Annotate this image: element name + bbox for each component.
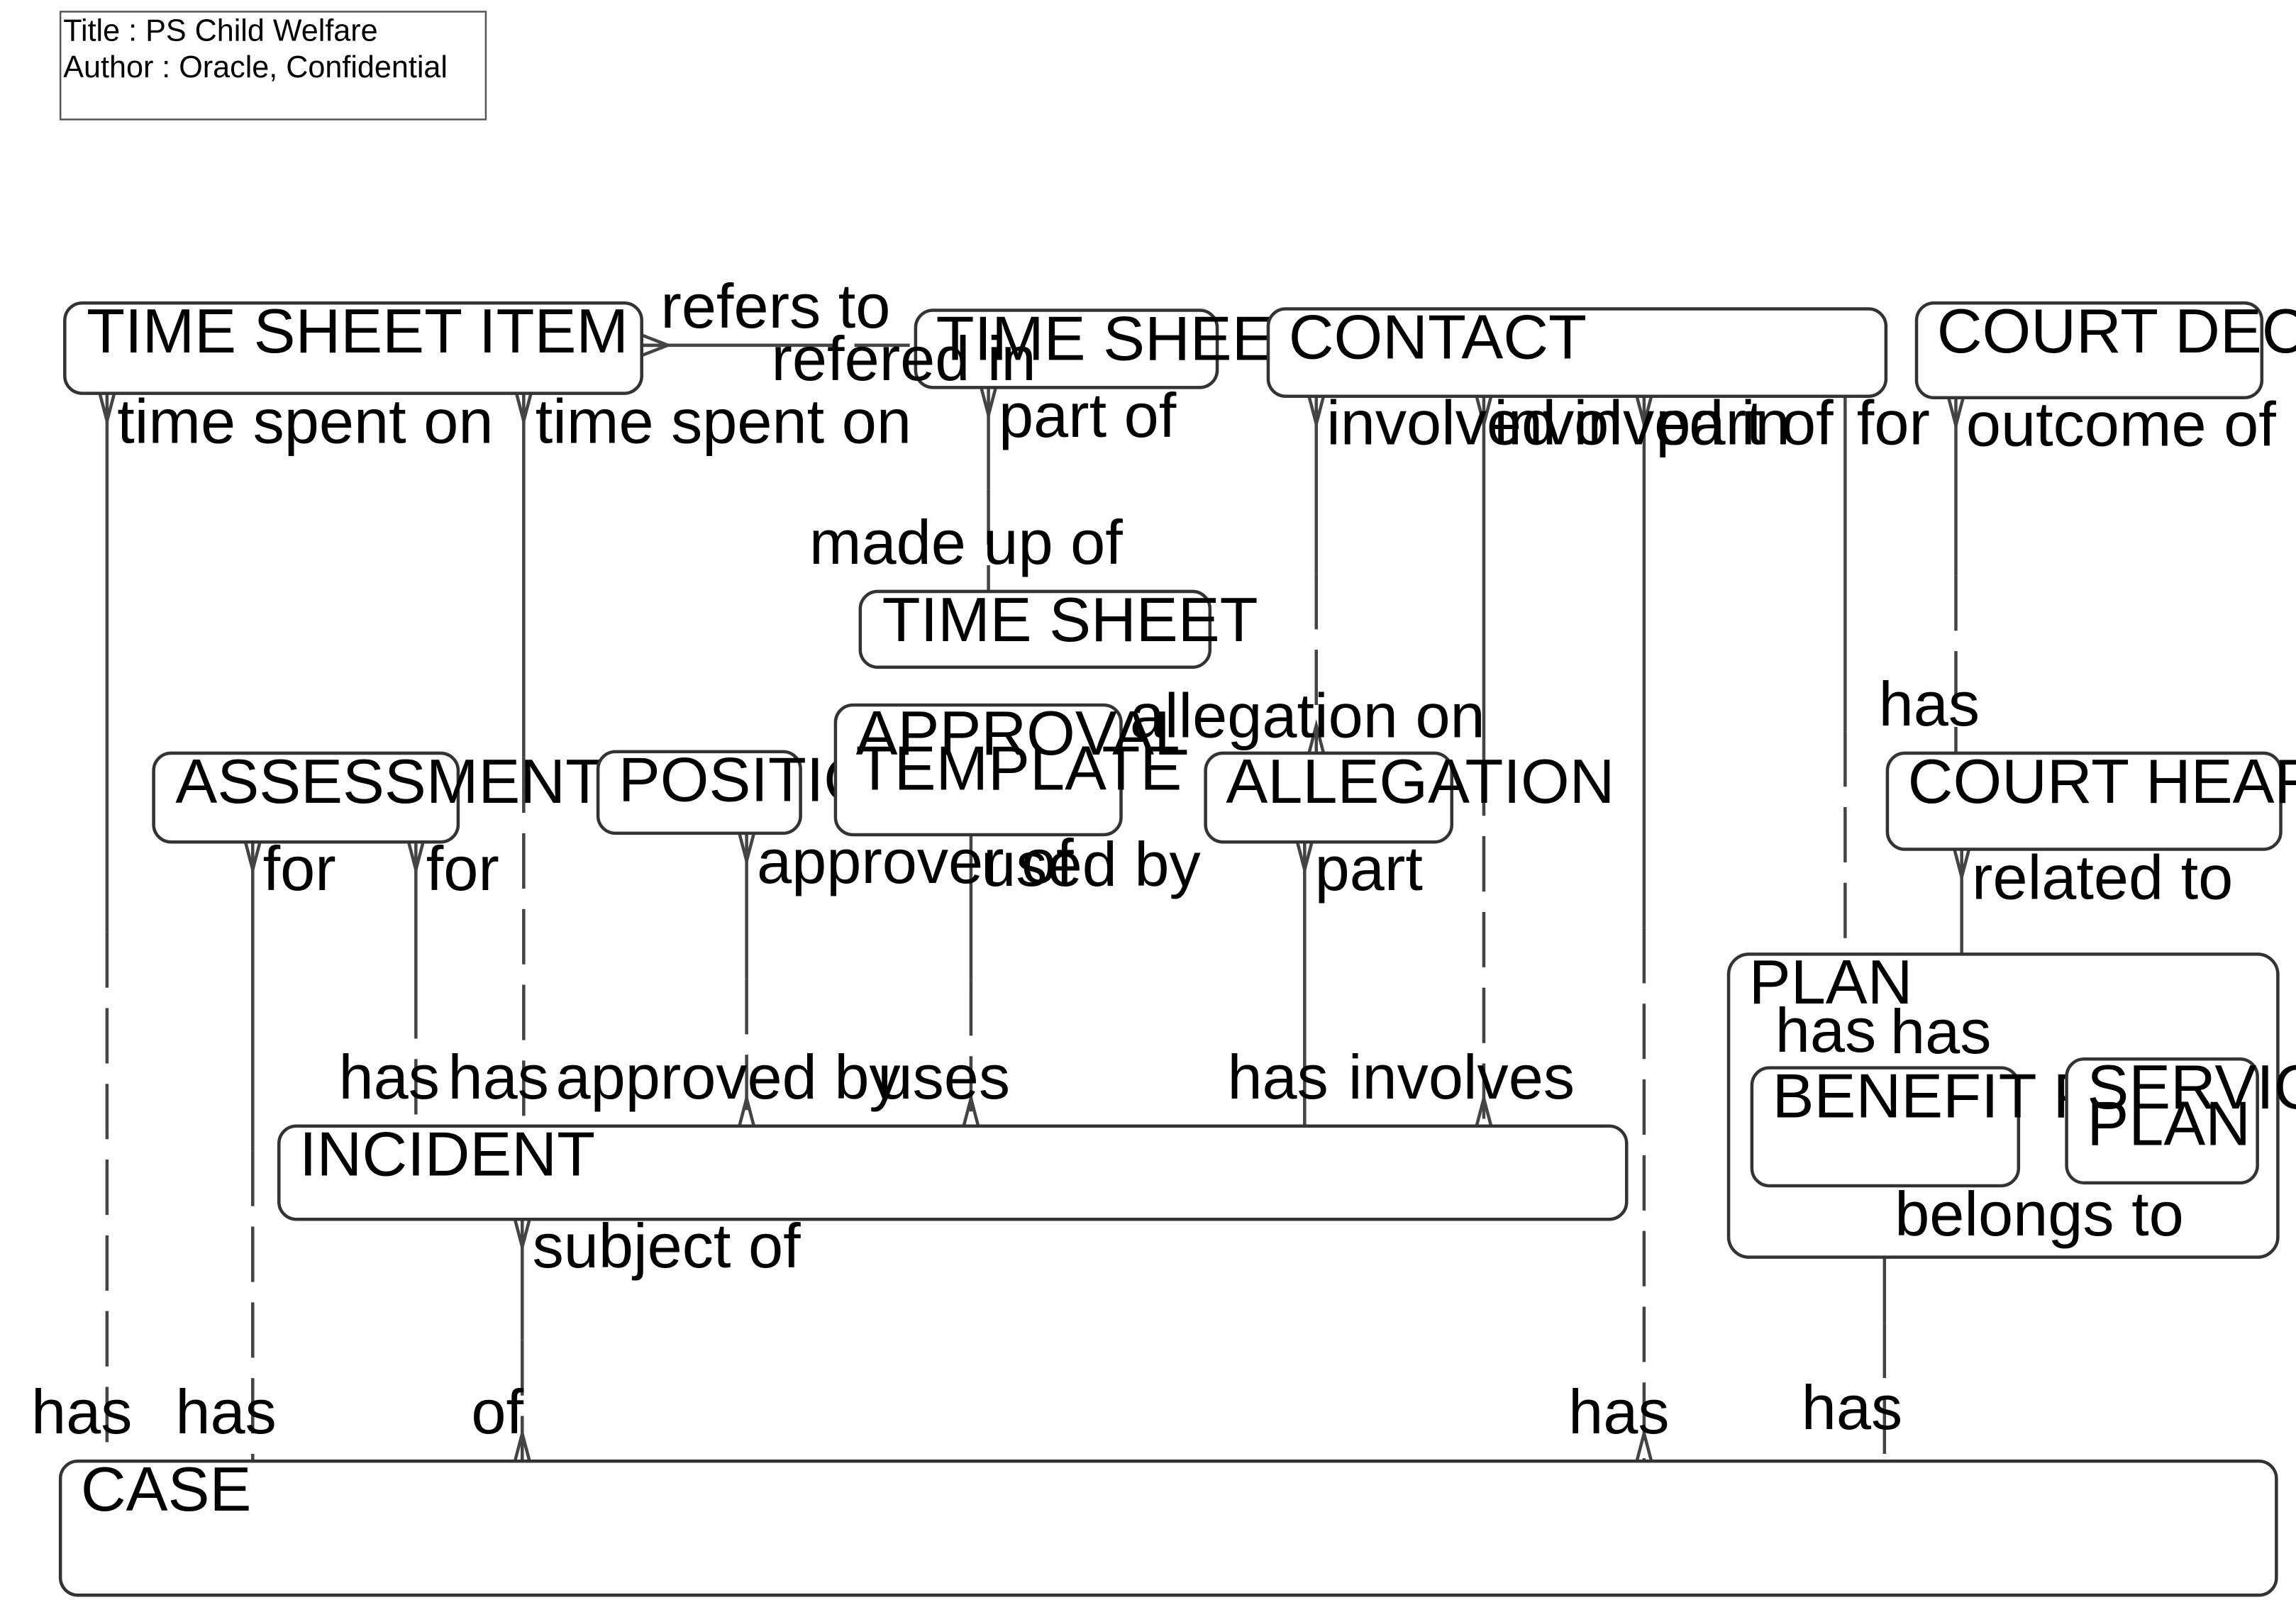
relationship-label: time spent on <box>536 386 911 456</box>
relationship-label: has <box>338 1042 439 1112</box>
relationship-label: involved in <box>1326 387 1622 457</box>
relationship-label: has <box>1890 996 1991 1067</box>
relationship-label: has <box>175 1377 276 1447</box>
relationship-label: has <box>448 1042 549 1112</box>
relationship-label: approved by <box>556 1042 901 1112</box>
relationship-label: has <box>1227 1042 1328 1112</box>
relationship-label: for <box>263 833 336 904</box>
entity-label: APPROVAL <box>856 698 1189 768</box>
relationship-label: of <box>471 1377 523 1447</box>
diagram-author: Author : Oracle, Confidential <box>63 50 448 84</box>
relationship-label: involved in <box>1494 387 1790 457</box>
entity-time-sheet-item[interactable]: TIME SHEET ITEM <box>63 296 643 395</box>
entity-label: COURT HEARING <box>1908 746 2296 816</box>
entity-allegation[interactable]: ALLEGATION <box>1204 746 1615 844</box>
relationship-label: has <box>31 1377 132 1447</box>
entity-label: SERVICE <box>2087 1052 2296 1122</box>
diagram-title: Title : PS Child Welfare <box>63 14 377 48</box>
entity-label: TIME SHEET <box>882 584 1258 655</box>
entity-label: TIME SHEET ITEM <box>87 296 628 366</box>
relationship-label: belongs to <box>1895 1179 2184 1249</box>
entity-label: ALLEGATION <box>1226 746 1614 816</box>
relationship-label: for <box>426 833 499 904</box>
relationship-label: approver of <box>757 826 1074 896</box>
relationship-label: used by <box>981 829 1200 899</box>
entity-assessment[interactable]: ASSESSMENT <box>152 746 604 844</box>
relationship-label: allegation on <box>1130 680 1485 750</box>
header-box: Title : PS Child Welfare Author : Oracle… <box>59 11 487 121</box>
entity-label: ASSESSMENT <box>175 746 604 816</box>
relationship-label: has <box>1879 669 1980 739</box>
relationship-label: part of <box>999 380 1177 450</box>
relationship-label: outcome of <box>1966 389 2276 460</box>
relationship-label: for <box>1857 387 1930 457</box>
relationship-label: has <box>1802 1372 1902 1443</box>
relationship-label: time spent on <box>117 386 493 456</box>
relationship-label: has <box>1568 1377 1669 1447</box>
entity-label: COURT DECISION <box>1937 296 2296 366</box>
entity-contact[interactable]: CONTACT <box>1266 301 1888 398</box>
relationship-label: has <box>1775 995 1876 1065</box>
relationship-label: made up of <box>809 507 1123 577</box>
entity-court-hearing[interactable]: COURT HEARING <box>1885 746 2296 851</box>
entity-service-plan[interactable]: SERVICE PLAN <box>2065 1052 2296 1185</box>
relationship-label: uses <box>877 1042 1010 1112</box>
relationship-label: part <box>1315 833 1423 904</box>
entity-court-decision[interactable]: COURT DECISION <box>1914 296 2296 400</box>
entity-time-sheet[interactable]: TIME SHEET <box>858 584 1258 669</box>
entity-incident[interactable]: INCIDENT <box>277 1119 1629 1221</box>
entity-label-line-2: PLAN <box>2087 1088 2251 1158</box>
entity-label: PLAN <box>1749 947 1913 1017</box>
entity-case[interactable]: CASE <box>58 1454 2278 1597</box>
entity-label: CONTACT <box>1289 301 1587 372</box>
relationship-label: refered in <box>772 323 1036 394</box>
relationship-lines <box>105 343 1963 1462</box>
entity-label: CASE <box>81 1454 252 1524</box>
relationship-label: part of <box>1656 387 1834 457</box>
relationship-label: involves <box>1348 1042 1575 1112</box>
entity-approval-template[interactable]: APPROVAL TEMPLATE <box>833 698 1189 837</box>
relationship-labels: refers to refered in time spent on has t… <box>31 271 2276 1447</box>
relationship-label: subject of <box>533 1211 801 1281</box>
relationship-label: related to <box>1972 842 2233 912</box>
relationship-label: refers to <box>660 271 890 341</box>
entity-label-line-2: TEMPLATE <box>856 733 1182 803</box>
entity-label: INCIDENT <box>299 1119 595 1189</box>
